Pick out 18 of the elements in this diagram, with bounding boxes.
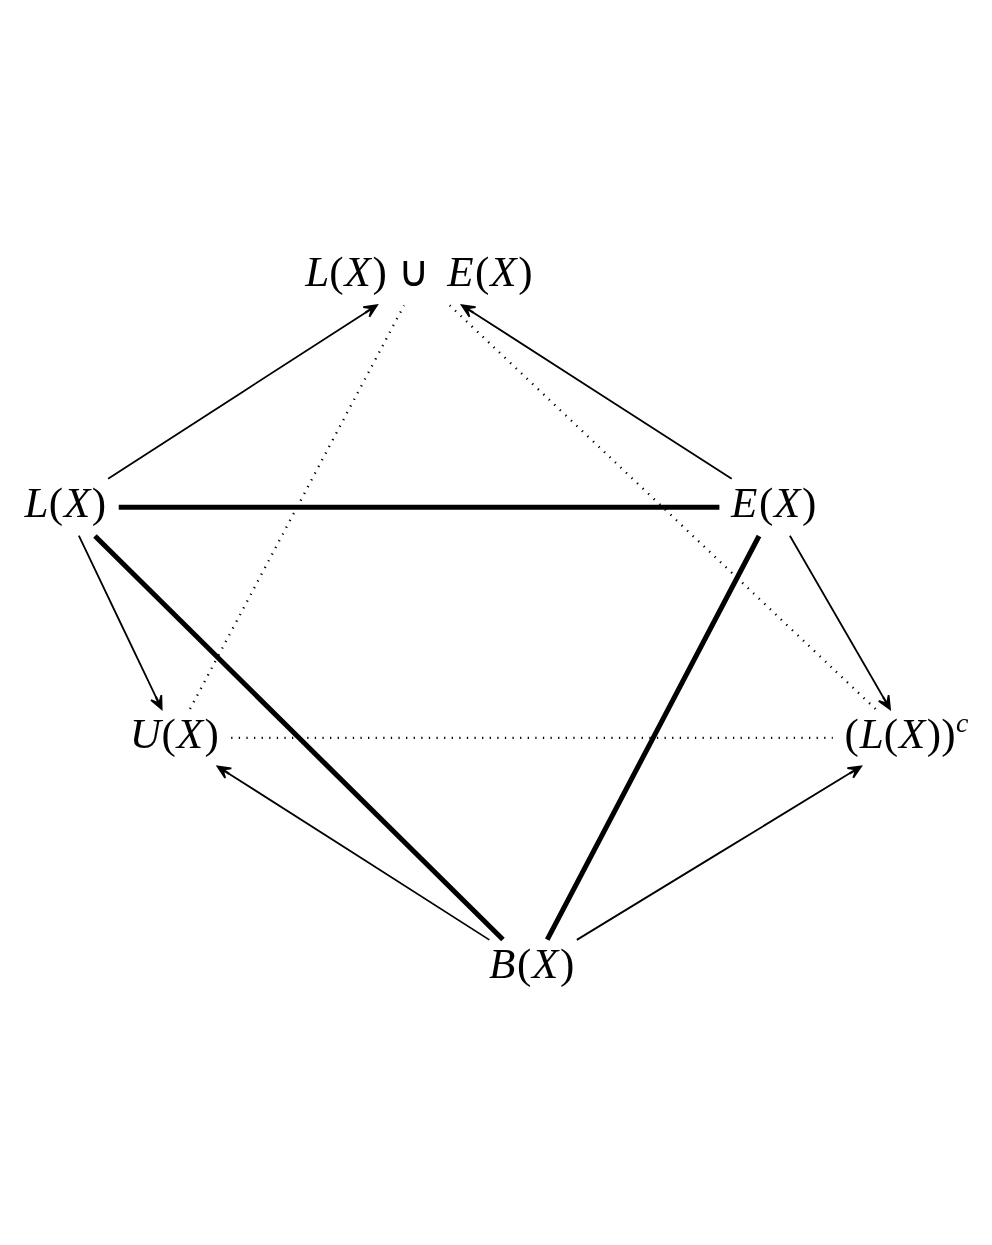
connector (231, 736, 833, 739)
node-text: U(X) (129, 709, 219, 757)
node-text: B(X) (489, 940, 575, 988)
arrow (789, 534, 891, 710)
arrow (77, 534, 163, 710)
node-text: L(X) ∪ E(X) (305, 248, 533, 296)
connector (118, 504, 720, 510)
node-text: E(X) (731, 478, 817, 526)
node-text: (L(X))$^{c}$ (844, 707, 969, 757)
node-text: L(X) (24, 478, 107, 526)
connector (93, 534, 505, 942)
connector (189, 304, 406, 710)
arrow (107, 304, 378, 480)
arrow (460, 304, 733, 480)
arrow (216, 765, 491, 941)
arrow (575, 765, 863, 941)
connector (448, 304, 877, 710)
connector (545, 534, 762, 941)
